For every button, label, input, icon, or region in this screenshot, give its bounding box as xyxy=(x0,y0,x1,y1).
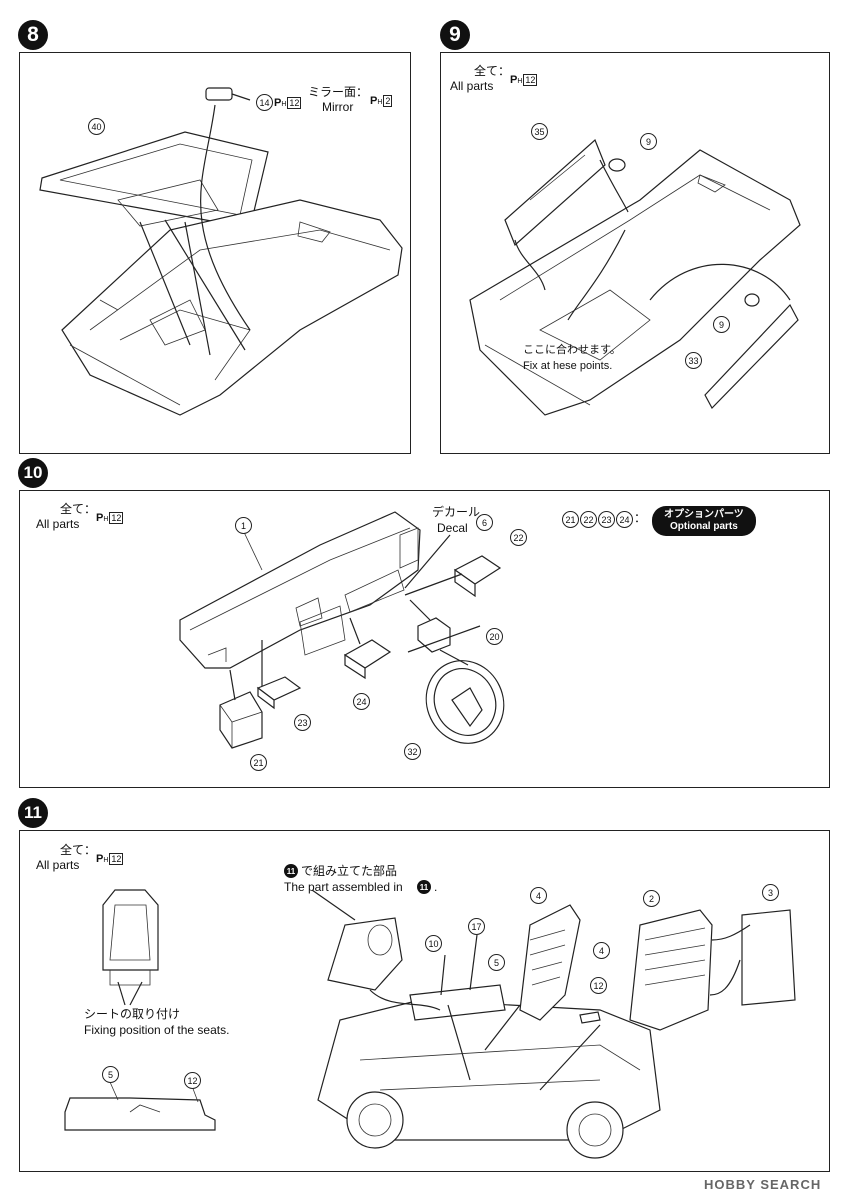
step-9-all-ja: 全て： xyxy=(474,64,511,78)
watermark: HOBBY SEARCH xyxy=(704,1177,822,1192)
step-11-all-ja: 全て： xyxy=(60,843,97,857)
assembled-badge: 11 xyxy=(284,864,298,878)
decal-ja: デカール xyxy=(432,505,481,519)
part-10-label: 10 xyxy=(425,935,442,952)
assembled-badge-inline: 11 xyxy=(417,880,431,894)
part-24-label: 24 xyxy=(353,693,370,710)
fix-points-en: Fix at hese points. xyxy=(523,360,613,372)
step-10-all-ja: 全て： xyxy=(60,502,97,516)
optional-parts-en: Optional parts xyxy=(670,521,738,532)
assembled-ja: で組み立てた部品 xyxy=(301,864,398,878)
part-1-label: 1 xyxy=(235,517,252,534)
part-12-detail-label: 12 xyxy=(184,1072,201,1089)
fix-points-ja: ここに合わせます。 xyxy=(523,344,621,356)
optional-part-23: 23 xyxy=(598,511,615,528)
step-10-badge: 10 xyxy=(18,458,48,488)
optional-part-24: 24 xyxy=(616,511,633,528)
optional-part-22: 22 xyxy=(580,511,597,528)
mirror-label-en: Mirror xyxy=(322,100,354,114)
step-10-all-en: All parts xyxy=(36,517,80,531)
part-6-label: 6 xyxy=(476,514,493,531)
part-5-label: 5 xyxy=(488,954,505,971)
step-9-badge: 9 xyxy=(440,20,470,50)
part-2-label: 2 xyxy=(643,890,660,907)
part-3-label: 3 xyxy=(762,884,779,901)
optional-parts-ja: オプションパーツ xyxy=(664,509,744,520)
step-11-all-en: All parts xyxy=(36,858,80,872)
mirror-label-ja: ミラー面： xyxy=(308,85,369,99)
assembled-dot: . xyxy=(434,880,438,894)
part-4-top-label: 4 xyxy=(530,887,547,904)
optional-part-21: 21 xyxy=(562,511,579,528)
part-35-label: 35 xyxy=(531,123,548,140)
part-33-label: 33 xyxy=(685,352,702,369)
optional-colon: ： xyxy=(634,511,647,525)
optional-parts-badge: オプションパーツ Optional parts xyxy=(652,506,756,536)
part-5-detail-label: 5 xyxy=(102,1066,119,1083)
step-8-badge: 8 xyxy=(18,20,48,50)
part-32-label: 32 xyxy=(404,743,421,760)
part-20-label: 20 xyxy=(486,628,503,645)
part-4-side-label: 4 xyxy=(593,942,610,959)
seat-fixing-en: Fixing position of the seats. xyxy=(84,1023,230,1037)
step-9-all-en: All parts xyxy=(450,79,494,93)
part-22-label: 22 xyxy=(510,529,527,546)
decal-en: Decal xyxy=(437,521,468,535)
part-40-label: 40 xyxy=(88,118,105,135)
part-17-label: 17 xyxy=(468,918,485,935)
part-14-label: 14 xyxy=(256,94,273,111)
seat-fixing-ja: シートの取り付け xyxy=(84,1007,181,1021)
part-9-right-label: 9 xyxy=(713,316,730,333)
step-11-badge: 11 xyxy=(18,798,48,828)
part-23-label: 23 xyxy=(294,714,311,731)
part-9-top-label: 9 xyxy=(640,133,657,150)
part-21-label: 21 xyxy=(250,754,267,771)
optional-parts-list: 21 22 23 24 ： xyxy=(562,511,646,528)
part-12-label: 12 xyxy=(590,977,607,994)
